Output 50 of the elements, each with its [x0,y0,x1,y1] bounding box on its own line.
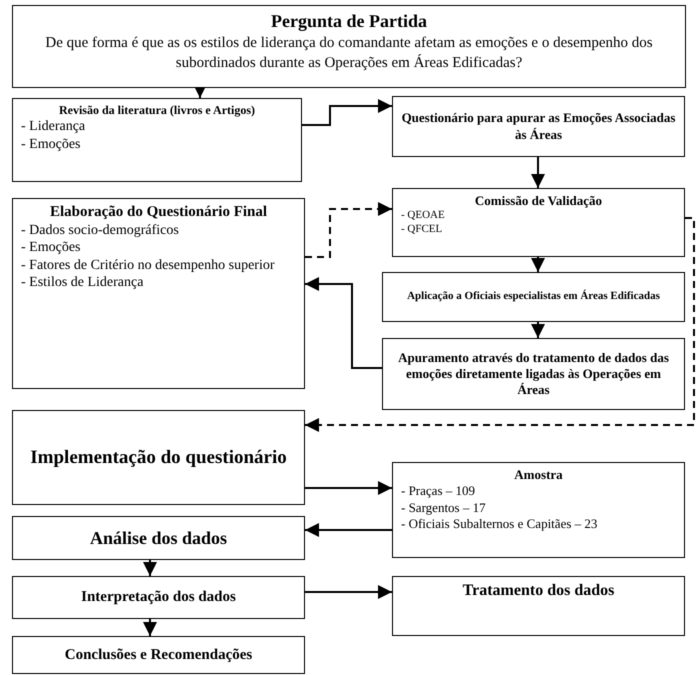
box-text: - Sargentos – 17 [401,500,487,516]
box-text: - Estilos de Liderança [21,274,144,292]
arrow [305,585,392,599]
process-box [382,338,685,410]
box-heading: Implementação do questionário [29,446,288,470]
process-box [382,272,685,322]
process-box [392,188,685,257]
box-text: De que forma é que as os estilos de liderança do comandante afetam as emoções e o desempenho dos subordinados durante as Operações em Áreas Edificadas? [44,34,654,74]
box-text: - QFCEL [401,223,444,237]
process-box [392,96,685,157]
box-text: - Fatores de Critério no desempenho superior [21,256,276,274]
box-heading: Apuramento através do tratamento de dados das emoções diretamente ligadas às Operações em Áreas [397,350,670,398]
question-box [12,5,686,88]
box-heading: Elaboração do Questionário Final [48,203,268,222]
arrow [143,560,157,576]
process-box [12,98,302,182]
process-box [12,636,305,674]
process-box [12,516,305,560]
process-box [12,198,305,389]
box-text: - Dados socio-demográficos [21,222,180,240]
process-box [392,576,685,636]
process-box [392,462,685,558]
box-heading: Questionário para apurar as Emoções Associadas às Áreas [401,110,676,143]
process-box [12,410,305,505]
box-heading: Pergunta de Partida [270,10,428,32]
process-box [12,576,305,619]
arrow [305,217,695,432]
arrow [305,202,392,258]
box-text: - Oficiais Subalternos e Capitães – 23 [401,516,598,532]
box-heading: Interpretação dos dados [80,588,237,607]
box-heading: Conclusões e Recomendações [64,646,254,664]
box-heading: Revisão da literatura (livros e Artigos) [58,103,256,118]
box-heading: Aplicação a Oficiais especialistas em Áreas Edificadas [406,290,661,304]
arrow [302,99,392,126]
box-heading: Amostra [513,467,564,484]
box-text: - Liderança [21,118,86,136]
arrow [143,619,157,636]
arrow [305,481,392,495]
box-heading: Tratamento dos dados [462,581,616,601]
arrow [531,322,545,338]
box-text: - Emoções [21,136,82,153]
box-text: - QEOAE [401,209,446,223]
arrow [305,277,382,369]
arrow [531,257,545,272]
box-text: - Praças – 109 [401,483,476,500]
arrow [305,523,392,537]
box-text: - Emoções [21,239,82,257]
box-heading: Análise dos dados [88,526,228,550]
arrow [531,157,545,188]
box-heading: Comissão de Validação [474,193,604,210]
